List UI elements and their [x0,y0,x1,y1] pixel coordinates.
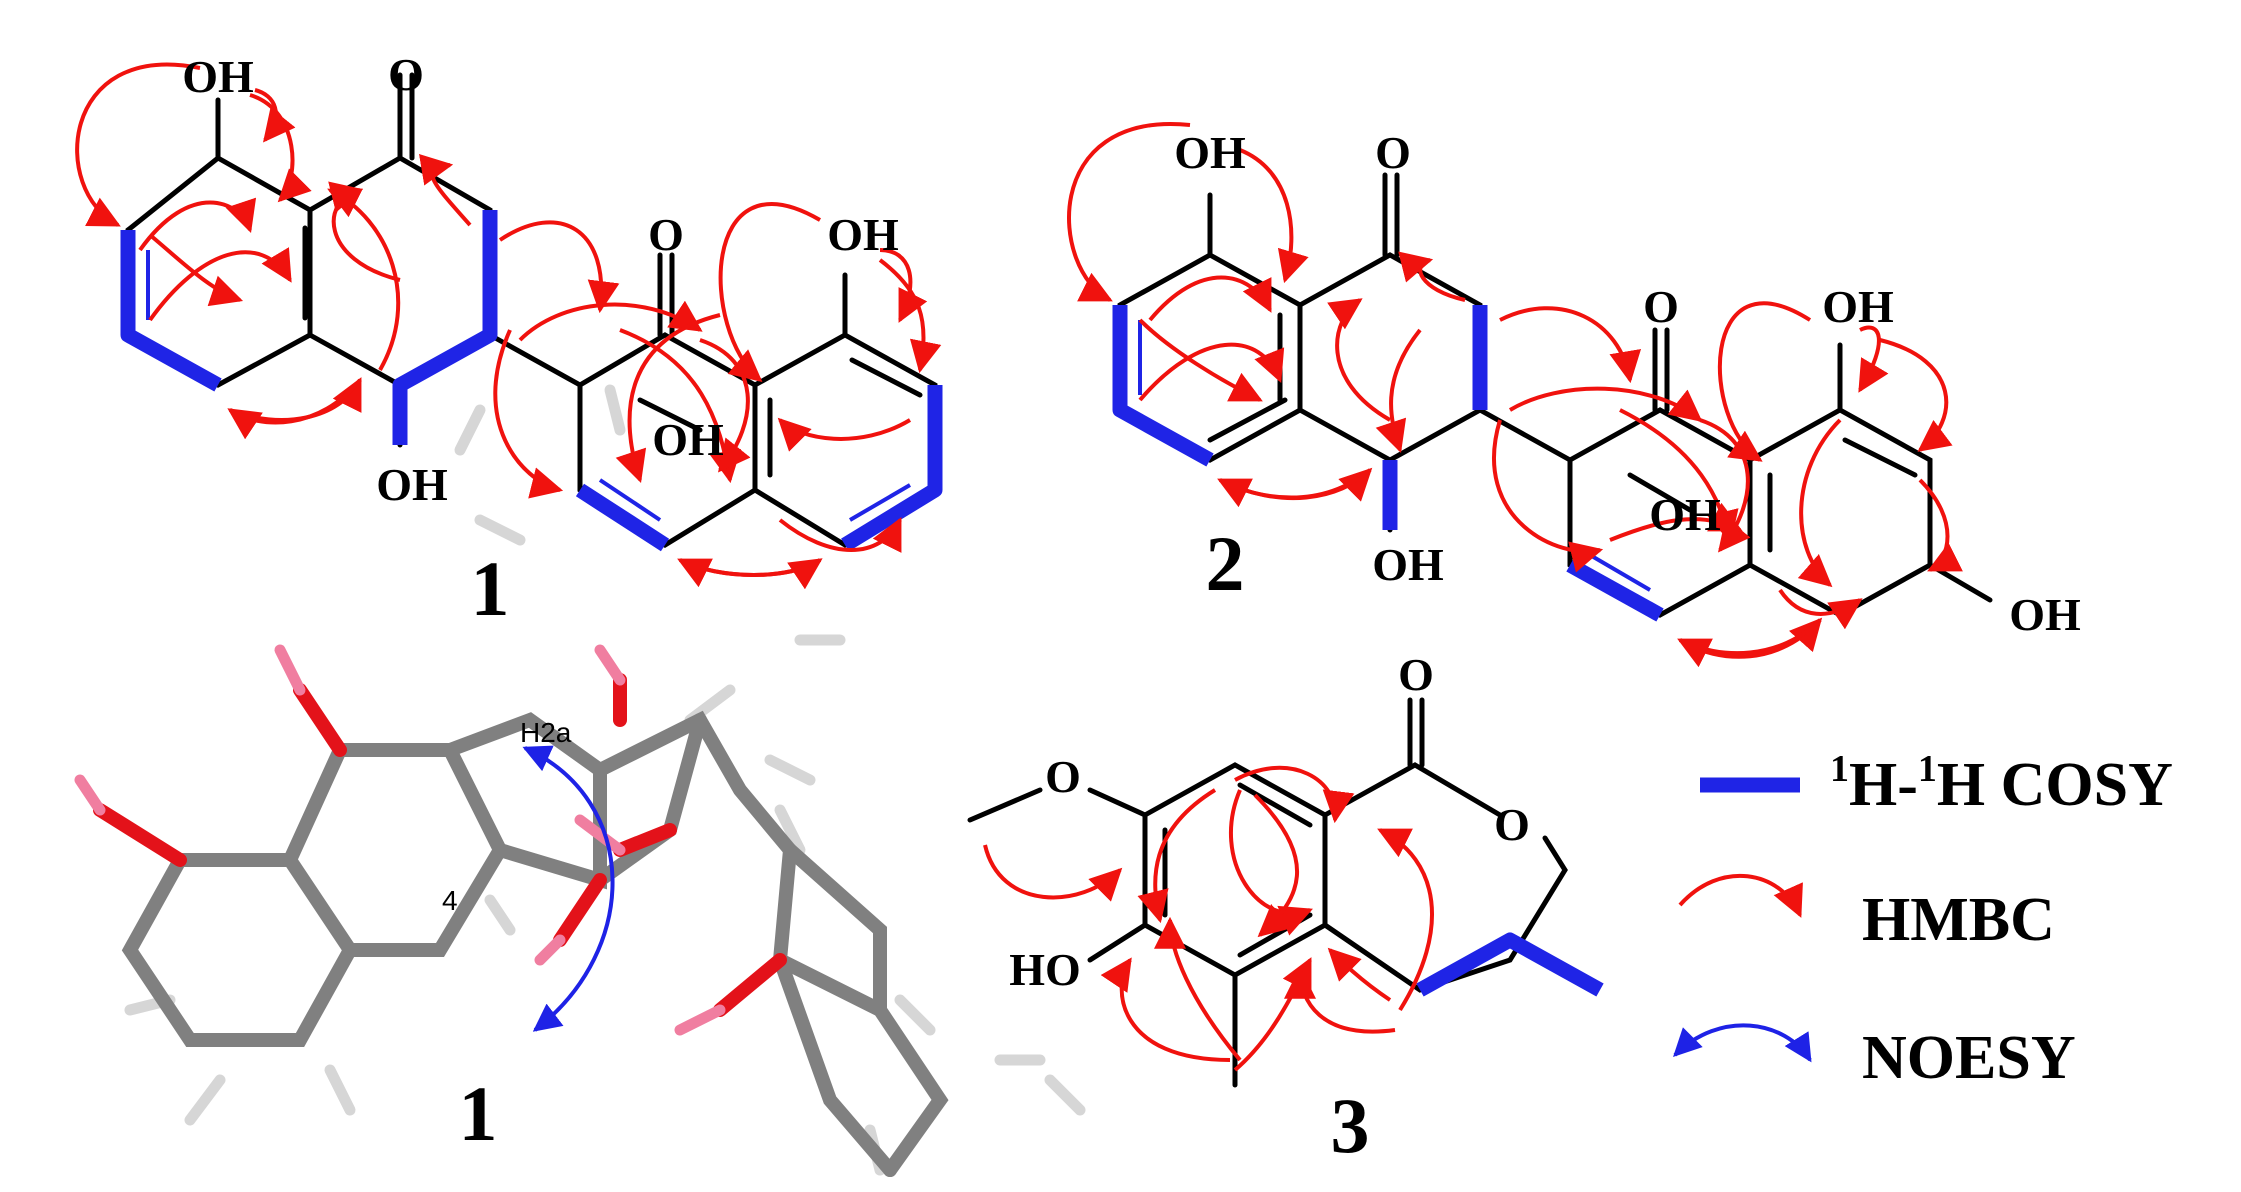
cosy-text: 1H-1H COSY [1830,748,2173,819]
compound-1-atom-labels: OH O O OH OH OH [182,49,899,510]
oh-label: OH [1649,489,1721,540]
methoxy-o-label: O [1045,751,1081,802]
h2a-label: H2a [520,717,572,748]
oh-label: OH [182,51,254,102]
compound-1-hmbc-arrows [75,62,942,590]
compound-3-structure: O O O HO 3 [967,649,1604,1169]
oh-label: OH [2009,589,2081,640]
noesy-swatch [1673,1023,1812,1063]
model-oxygens [93,673,787,1017]
ketone-o-label: O [648,209,684,260]
oh-label: OH [652,414,724,465]
ketone-o-label: O [1643,281,1679,332]
compound-3-atom-labels: O O O HO [1009,649,1530,995]
hmbc-text: HMBC [1862,886,2055,954]
c4-label: 4 [442,885,458,916]
compound-1-3d-model: H2a 4 1 [74,384,1086,1177]
noesy-correlation-arrow [522,745,615,1032]
model-carbon-skeleton [121,710,949,1177]
ketone-o-label: O [388,49,424,100]
oh-label: OH [827,209,899,260]
legend-hmbc: HMBC [1678,873,2055,954]
oh-label: OH [1372,539,1444,590]
hmbc-swatch [1678,873,1803,918]
oh-label: OH [376,459,448,510]
ring-o-label: O [1494,799,1530,850]
compound-3-hmbc-arrows [983,765,1435,1072]
compound-2-number: 2 [1206,520,1245,607]
compound-2-atom-labels: OH O O OH OH OH OH [1174,127,2081,640]
legend-cosy: 1H-1H COSY [1700,748,2173,819]
oh-label: OH [1822,281,1894,332]
compound-1-structure: OH O O OH OH OH 1 [75,49,943,632]
compound-3-number: 3 [1331,1082,1370,1169]
legend-noesy: NOESY [1673,1023,2076,1092]
legend: 1H-1H COSY HMBC NOESY [1673,748,2173,1092]
carbonyl-o-label: O [1398,649,1434,700]
ho-label: HO [1009,944,1081,995]
compound-1-3d-number: 1 [459,1070,498,1157]
oh-label: OH [1174,127,1246,178]
compound-2-hmbc-arrows [1067,122,1963,668]
compound-1-number: 1 [471,545,510,632]
compound-2-bonds [1112,172,1993,622]
compound-2-structure: OH O O OH OH OH OH 2 [1067,122,2081,668]
compound-1-bonds [120,72,943,552]
ketone-o-label: O [1375,127,1411,178]
noesy-text: NOESY [1862,1024,2076,1092]
